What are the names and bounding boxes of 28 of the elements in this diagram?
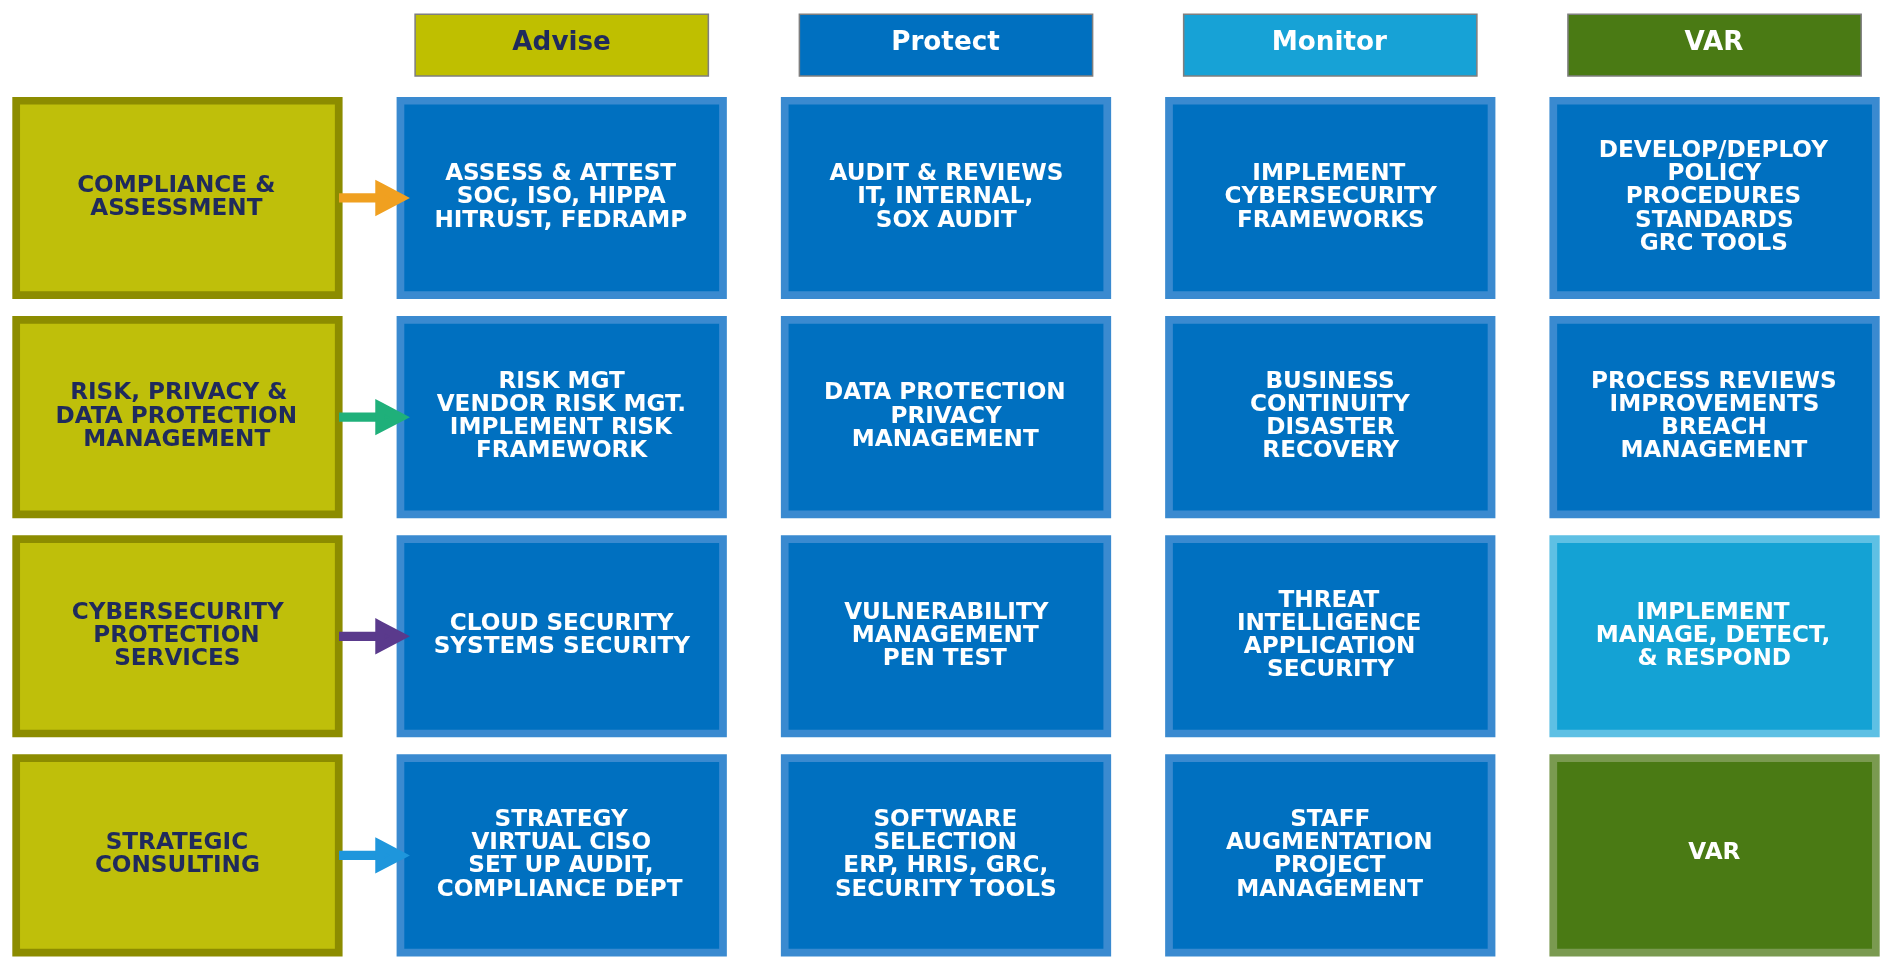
node-box: COMPLIANCE & ASSESSMENT [11, 96, 343, 300]
node-box: STAFF AUGMENTATION PROJECT MANAGEMENT [1164, 754, 1495, 957]
node-box: BUSINESS CONTINUITY DISASTER RECOVERY [1164, 316, 1495, 519]
legend-label: Monitor [1271, 25, 1387, 56]
node-box: SOFTWARE SELECTION ERP, HRIS, GRC, SECURITY TOOLS [780, 754, 1111, 957]
node-box: RISK MGT VENDOR RISK MGT. IMPLEMENT RISK FRAMEWORK [396, 316, 727, 519]
node-box: VAR [1548, 754, 1880, 957]
node-box: THREAT INTELLIGENCE APPLICATION SECURITY [1164, 535, 1495, 738]
node-box: IMPLEMENT MANAGE, DETECT, & RESPOND [1548, 535, 1880, 738]
node-box: AUDIT & REVIEWS IT, INTERNAL, SOX AUDIT [780, 96, 1111, 300]
node-box: DEVELOP/DEPLOY POLICY PROCEDURES STANDARDS GRC TOOLS [1548, 96, 1880, 300]
node-box: IMPLEMENT CYBERSECURITY FRAMEWORKS [1164, 96, 1495, 300]
legend-label: VAR [1683, 25, 1743, 56]
node-box: ASSESS & ATTEST SOC, ISO, HIPPA HITRUST, FEDRAMP [396, 96, 727, 300]
arrow [338, 398, 410, 436]
node-box: RISK, PRIVACY & DATA PROTECTION MANAGEMENT [11, 316, 343, 519]
node-box: PROCESS REVIEWS IMPROVEMENTS BREACH MANAGEMENT [1548, 316, 1880, 519]
legend-label: Protect [890, 25, 1000, 56]
arrow [338, 837, 410, 874]
node-box: DATA PROTECTION PRIVACY MANAGEMENT [780, 316, 1111, 519]
arrow [338, 618, 410, 655]
node-box: CYBERSECURITY PROTECTION SERVICES [11, 535, 343, 738]
node-box: CLOUD SECURITY SYSTEMS SECURITY [396, 535, 727, 738]
legend-label: Advise [511, 25, 611, 56]
node-box: STRATEGIC CONSULTING [11, 754, 343, 957]
arrow [338, 179, 410, 217]
node-box: STRATEGY VIRTUAL CISO SET UP AUDIT, COMPLIANCE DEPT [396, 754, 727, 957]
node-box: VULNERABILITY MANAGEMENT PEN TEST [780, 535, 1111, 738]
